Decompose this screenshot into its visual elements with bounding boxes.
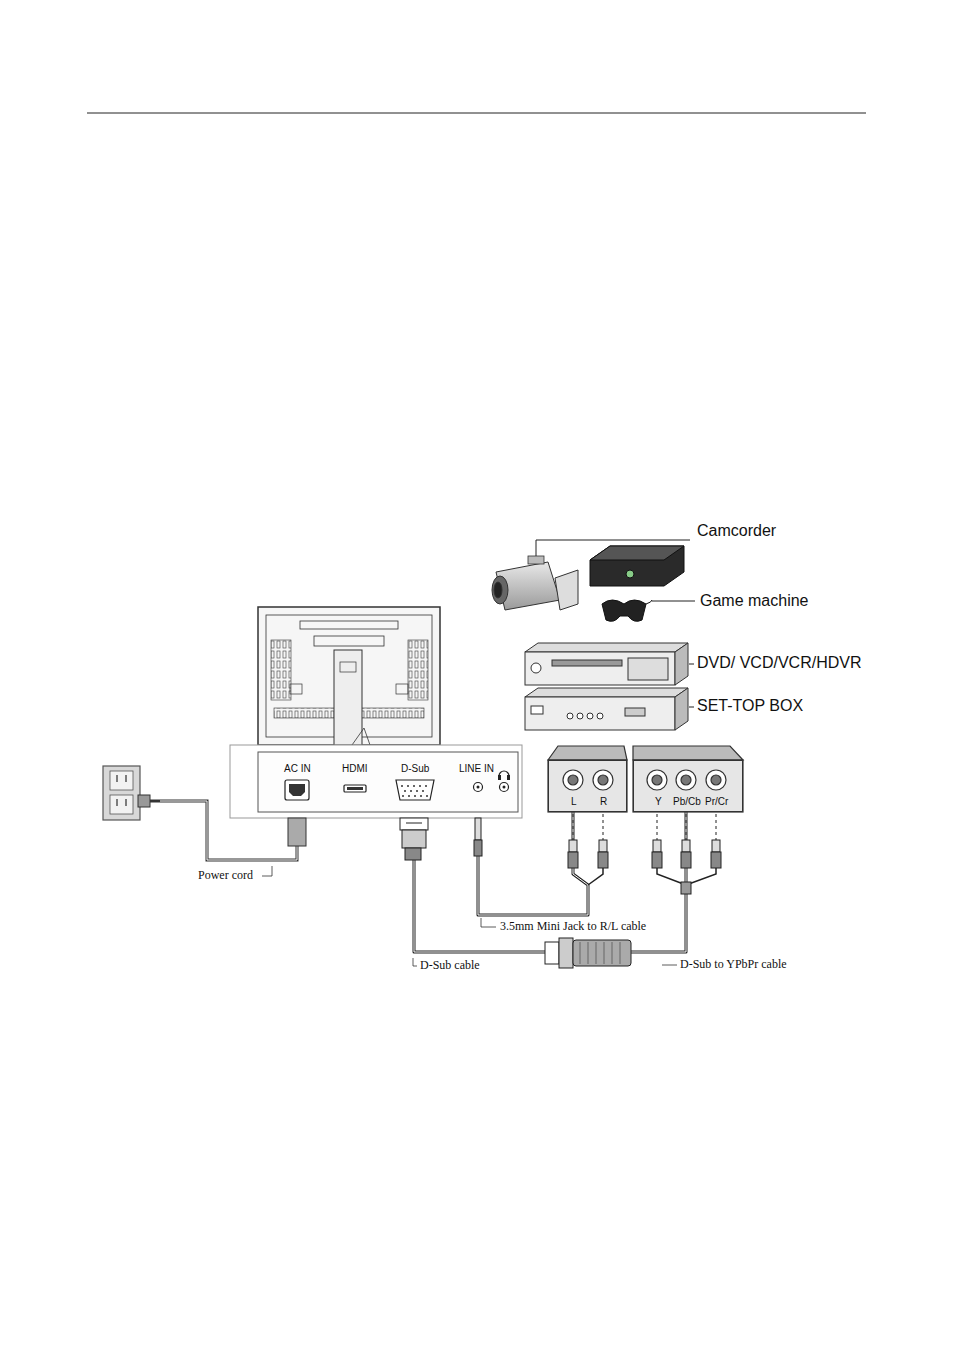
power-cord <box>160 801 306 876</box>
dsub-plug <box>400 818 428 860</box>
audio-input-panel: LR <box>548 760 627 812</box>
ypbpr-adapter <box>545 938 631 968</box>
port-label: D-Sub <box>401 764 429 774</box>
cable-label: D-Sub to YPbPr cable <box>679 958 788 971</box>
back-panel <box>230 745 522 818</box>
port-label: L <box>571 797 577 807</box>
cable-label: 3.5mm Mini Jack to R/L cable <box>499 920 647 933</box>
port-label: Y <box>655 797 662 807</box>
video-input-panel: Y Pb/Cb Pr/Cr <box>633 760 743 812</box>
port-label: LINE IN <box>459 764 494 774</box>
cable-label: D-Sub cable <box>419 959 481 972</box>
device-label: Camcorder <box>697 522 776 540</box>
set-top-box <box>525 688 688 730</box>
port-label: AC IN <box>284 764 311 774</box>
port-label: Pb/Cb <box>673 797 701 807</box>
rca-plugs <box>568 814 721 894</box>
cable-label: Power cord <box>197 869 254 882</box>
device-leaders <box>536 540 695 707</box>
cable <box>414 812 686 952</box>
port-label: Pr/Cr <box>705 797 728 807</box>
monitor-back <box>258 607 440 745</box>
port-label: R <box>600 797 607 807</box>
device-label: SET-TOP BOX <box>697 697 803 715</box>
wall-outlet <box>103 766 160 820</box>
cable <box>478 812 588 915</box>
device-label: DVD/ VCD/VCR/HDVR <box>697 654 861 672</box>
rca-panel-frames <box>548 746 743 812</box>
dvd-player <box>525 643 688 685</box>
mini-jack-plug <box>474 818 482 856</box>
header-rule <box>87 113 866 114</box>
game-console <box>590 546 684 621</box>
back-panel: AC IN HDMI D-Sub LINE IN <box>230 745 522 818</box>
device-label: Game machine <box>700 592 809 610</box>
port-label: HDMI <box>342 764 368 774</box>
camcorder <box>492 556 578 610</box>
